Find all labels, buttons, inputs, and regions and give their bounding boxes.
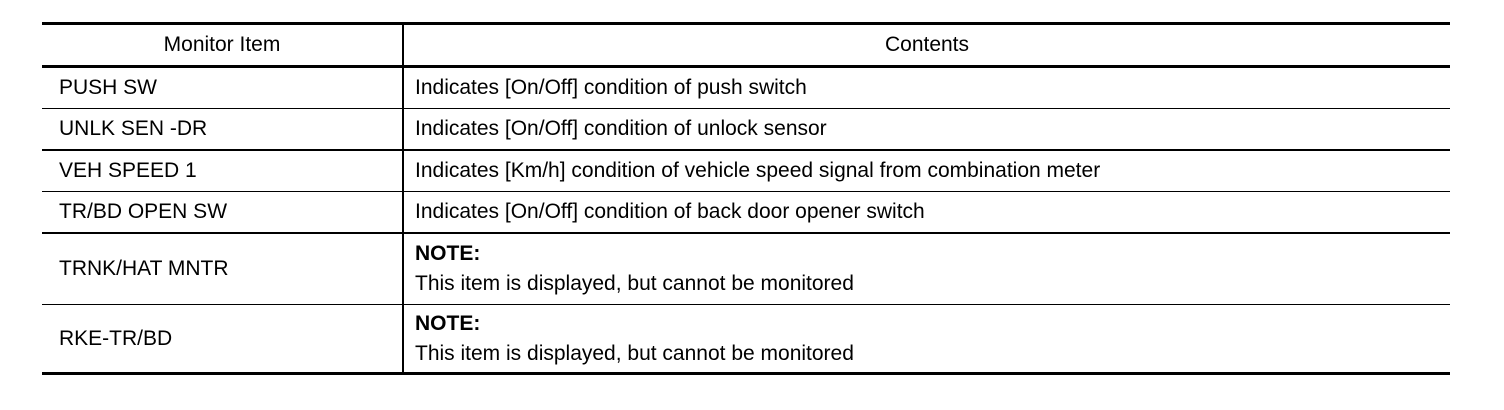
- contents-cell: Indicates [On/Off] condition of back doo…: [415, 200, 925, 223]
- note-label: NOTE:: [415, 311, 481, 335]
- contents-cell: Indicates [On/Off] condition of unlock s…: [415, 117, 827, 140]
- note-label: NOTE:: [415, 242, 481, 265]
- monitor-item-cell: TR/BD OPEN SW: [59, 200, 228, 223]
- note-block: NOTE: This item is displayed, but cannot…: [404, 239, 1450, 299]
- contents-cell: Indicates [On/Off] condition of push swi…: [415, 76, 807, 99]
- note-text: This item is displayed, but cannot be mo…: [415, 272, 854, 295]
- note-block: NOTE: This item is displayed, but cannot…: [404, 309, 1450, 369]
- monitor-item-cell: RKE-TR/BD: [59, 326, 173, 350]
- monitor-item-cell: VEH SPEED 1: [59, 159, 197, 182]
- column-header-monitor-item: Monitor Item: [42, 23, 404, 68]
- contents-cell: Indicates [Km/h] condition of vehicle sp…: [415, 159, 1101, 182]
- table-row-tr-bd-open-sw: TR/BD OPEN SW Indicates [On/Off] conditi…: [42, 191, 1450, 234]
- table-row-trnk-hat-mntr: TRNK/HAT MNTR NOTE: This item is display…: [42, 233, 1450, 305]
- note-text: This item is displayed, but cannot be mo…: [415, 341, 854, 365]
- monitor-item-cell: UNLK SEN -DR: [59, 117, 208, 140]
- table-header-row: Monitor Item Contents: [42, 23, 1450, 68]
- table-row-push-sw: PUSH SW Indicates [On/Off] condition of …: [42, 66, 1450, 109]
- monitor-item-cell: TRNK/HAT MNTR: [59, 257, 229, 280]
- table-row-unlk-sen-dr: UNLK SEN -DR Indicates [On/Off] conditio…: [42, 108, 1450, 151]
- column-header-contents: Contents: [403, 23, 1450, 68]
- table-row-rke-tr-bd: RKE-TR/BD NOTE: This item is displayed, …: [42, 304, 1450, 374]
- monitor-item-cell: PUSH SW: [59, 76, 158, 99]
- table-row-veh-speed-1: VEH SPEED 1 Indicates [Km/h] condition o…: [42, 150, 1450, 192]
- monitor-item-table: Monitor Item Contents PUSH SW Indicates …: [42, 22, 1450, 375]
